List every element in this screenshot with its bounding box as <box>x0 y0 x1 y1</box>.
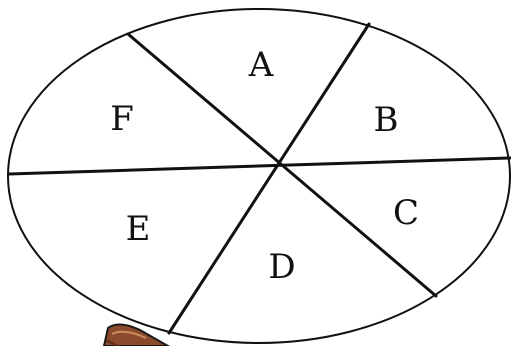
region-label-f: F <box>110 99 134 139</box>
pencil-icon <box>104 324 168 346</box>
region-label-a: A <box>248 45 274 85</box>
horizontal-divider <box>9 158 510 174</box>
region-label-b: B <box>374 100 399 140</box>
region-label-d: D <box>268 247 295 287</box>
region-label-c: C <box>393 193 419 233</box>
region-label-e: E <box>126 209 151 249</box>
